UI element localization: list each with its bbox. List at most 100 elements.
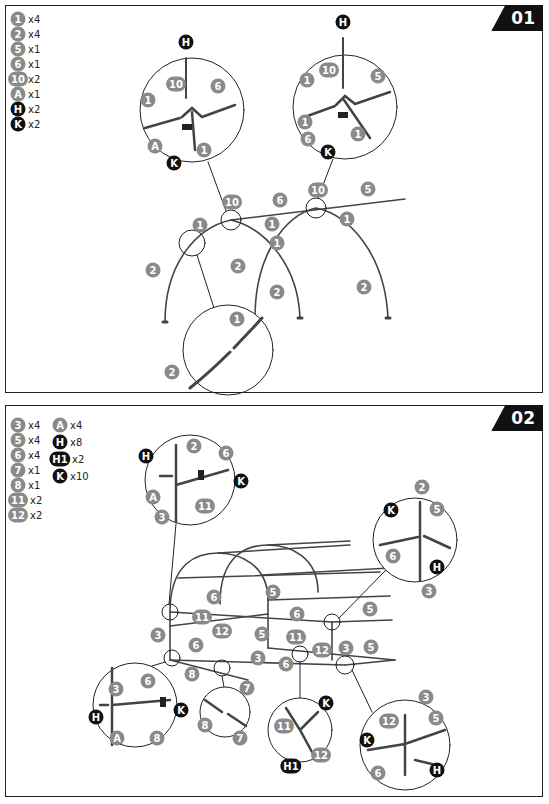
callout-number: 1 [265,217,280,232]
callout-number: 2 [231,259,246,274]
quantity-label: x2 [28,104,40,115]
callout-number: 8 [198,718,213,733]
callout-number: H [53,435,68,450]
callout-number: A [146,490,161,505]
callout-number: 3 [419,690,434,705]
callout-number: K [167,156,182,171]
callout-number: 1 [351,127,366,142]
callout-number: H [89,710,104,725]
callout-number: K [234,474,249,489]
callout-number: 6 [273,193,288,208]
step-panel: 02 [5,405,543,797]
callout-number: 6 [279,657,294,672]
callout-number: 6 [371,766,386,781]
callout-number: 10 [166,77,186,92]
callout-number: 1 [340,212,355,227]
callout-number: A [53,418,68,433]
callout-number: A [148,139,163,154]
callout-number: 6 [301,132,316,147]
callout-number: 6 [219,446,234,461]
callout-number: 2 [11,27,26,42]
quantity-label: x2 [28,119,40,130]
callout-number: H [11,102,26,117]
step-number: 02 [491,405,543,431]
callout-number: 2 [165,365,180,380]
callout-number: K [11,117,26,132]
quantity-label: x10 [70,471,89,482]
quantity-label: x4 [28,450,40,461]
callout-number: 7 [11,463,26,478]
callout-number: H1 [49,452,70,467]
callout-number: 11 [195,499,215,514]
callout-number: 1 [298,115,313,130]
callout-number: 5 [361,182,376,197]
callout-number: 12 [311,748,331,763]
callout-number: 11 [274,719,294,734]
callout-number: 12 [312,643,332,658]
callout-number: H [430,560,445,575]
callout-number: 11 [8,493,28,508]
callout-number: 1 [300,73,315,88]
callout-number: 8 [11,478,26,493]
callout-number: 6 [386,549,401,564]
quantity-label: x4 [28,420,40,431]
callout-number: 1 [197,143,212,158]
callout-number: K [174,703,189,718]
callout-number: 12 [8,508,28,523]
quantity-label: x1 [28,465,40,476]
step-number: 01 [491,5,543,31]
callout-number: 5 [371,69,386,84]
callout-number: 1 [270,236,285,251]
callout-number: 3 [151,628,166,643]
quantity-label: x1 [28,480,40,491]
callout-number: 3 [251,651,266,666]
callout-number: A [11,87,26,102]
callout-number: 11 [192,610,212,625]
quantity-label: x1 [28,59,40,70]
quantity-label: x2 [30,510,42,521]
callout-number: 6 [207,590,222,605]
callout-number: 5 [255,627,270,642]
callout-number: 6 [11,57,26,72]
callout-number: 3 [339,641,354,656]
callout-number: 3 [422,584,437,599]
callout-number: 12 [212,624,232,639]
callout-number: 6 [211,79,226,94]
callout-number: 6 [290,607,305,622]
callout-number: 10 [308,183,328,198]
callout-number: 2 [270,285,285,300]
quantity-label: x4 [28,14,40,25]
callout-number: 6 [11,448,26,463]
callout-number: K [319,696,334,711]
callout-number: 12 [379,714,399,729]
quantity-label: x1 [28,89,40,100]
quantity-label: x1 [28,44,40,55]
callout-number: K [360,733,375,748]
callout-number: 5 [11,42,26,57]
callout-number: 2 [146,263,161,278]
callout-number: 10 [222,195,242,210]
callout-number: 2 [415,480,430,495]
quantity-label: x2 [72,454,84,465]
callout-number: H1 [280,759,301,774]
callout-number: 1 [193,218,208,233]
callout-number: 5 [266,585,281,600]
callout-number: H [179,35,194,50]
quantity-label: x4 [28,435,40,446]
callout-number: 1 [141,93,156,108]
callout-number: 2 [187,439,202,454]
quantity-label: x8 [70,437,82,448]
callout-number: 3 [155,510,170,525]
callout-number: K [384,503,399,518]
callout-number: H [336,15,351,30]
callout-number: 3 [11,418,26,433]
quantity-label: x2 [30,495,42,506]
callout-number: 5 [429,711,444,726]
callout-number: K [53,469,68,484]
callout-number: 5 [11,433,26,448]
callout-number: 6 [141,674,156,689]
callout-number: 10 [319,63,339,78]
callout-number: 2 [357,280,372,295]
callout-number: 7 [240,681,255,696]
